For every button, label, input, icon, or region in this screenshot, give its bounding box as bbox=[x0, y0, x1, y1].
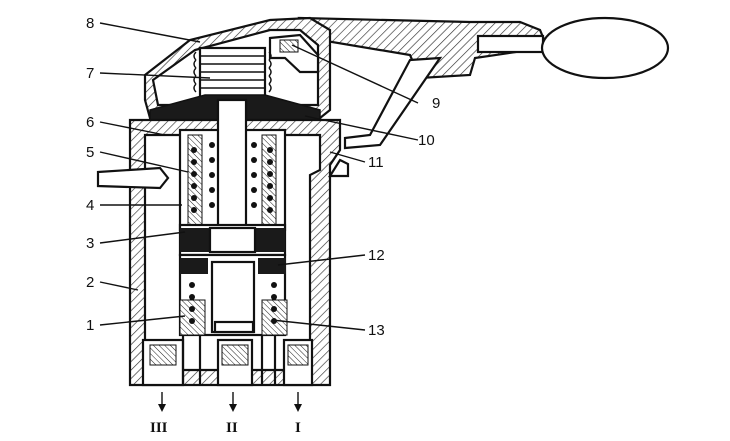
callout-7: 7 bbox=[86, 65, 94, 82]
lower-spring-assembly bbox=[178, 253, 288, 337]
callout-9: 9 bbox=[432, 95, 440, 112]
port-label-ii: II bbox=[226, 420, 238, 436]
bellows bbox=[193, 46, 272, 100]
callout-13: 13 bbox=[368, 322, 385, 339]
port-label-iii: III bbox=[150, 420, 168, 436]
port-channels bbox=[141, 330, 314, 387]
callout-11: 11 bbox=[368, 154, 384, 171]
callout-10: 10 bbox=[418, 132, 435, 149]
callout-labels: 8 7 6 5 4 3 2 1 9 10 11 12 13 bbox=[86, 15, 440, 339]
callout-5: 5 bbox=[86, 144, 94, 161]
callout-1: 1 bbox=[86, 317, 94, 334]
handle-lever bbox=[297, 16, 670, 150]
leader-lines bbox=[99, 22, 419, 331]
piston bbox=[178, 223, 287, 257]
port-arrows bbox=[158, 392, 302, 412]
handle-knob bbox=[540, 16, 670, 80]
callout-8: 8 bbox=[86, 15, 94, 32]
callout-4: 4 bbox=[86, 197, 94, 214]
callout-6: 6 bbox=[86, 114, 94, 131]
central-stem bbox=[216, 98, 248, 232]
callout-3: 3 bbox=[86, 235, 94, 252]
port-label-i: I bbox=[295, 420, 301, 436]
port-labels: III II I bbox=[150, 420, 301, 436]
callout-2: 2 bbox=[86, 274, 94, 291]
callout-12: 12 bbox=[368, 247, 385, 264]
